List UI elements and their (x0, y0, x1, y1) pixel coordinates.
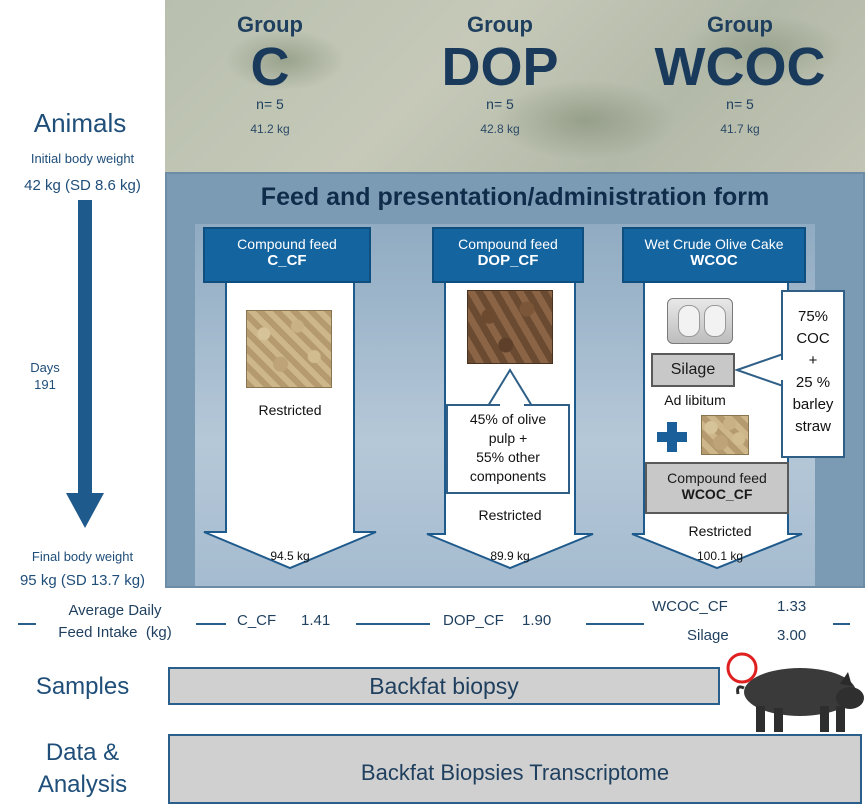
column-c-final-weight: 94.5 kg (270, 549, 310, 563)
wcoc-callout-join (775, 360, 785, 380)
intake-wcoc-name: WCOC_CF (652, 598, 728, 615)
adfi-label-line1: Average Daily (68, 602, 162, 619)
intake-silage-value: 3.00 (777, 627, 807, 644)
aerial-photo-background (165, 0, 865, 172)
group-c-initial-weight: 41.2 kg (250, 122, 290, 136)
column-c-header: Compound feed C_CF (203, 227, 371, 283)
backfat-biopsy-box: Backfat biopsy (168, 667, 720, 705)
intake-wcoc-value: 1.33 (777, 598, 807, 615)
intake-dop-value: 1.90 (522, 612, 552, 629)
olive-pulp-pellets-image (467, 290, 553, 364)
wcoc-callout-line5: barley (792, 396, 834, 413)
group-c-header: Group C n= 5 41.2 kg (180, 12, 360, 136)
intake-silage-name: Silage (687, 627, 729, 644)
column-wcoc-final-weight: 100.1 kg (696, 549, 744, 563)
wcoc-compound-feed-box: Compound feed WCOC_CF (645, 462, 789, 514)
column-c-header-line2: C_CF (267, 252, 307, 269)
intake-divider-lines (18, 623, 850, 625)
column-c-header-line1: Compound feed (237, 236, 337, 252)
silage-bales-image (667, 298, 733, 344)
pig-icon (736, 668, 864, 732)
wcoc-composition-callout: 75% COC + 25 % barley straw (781, 290, 845, 458)
days-value: 191 (34, 377, 56, 392)
wcoc-callout-line4: 25 % (795, 374, 831, 391)
group-dop-n: n= 5 (486, 96, 514, 112)
group-wcoc-header: Group WCOC n= 5 41.7 kg (635, 12, 845, 136)
column-wcoc-header: Wet Crude Olive Cake WCOC (622, 227, 806, 283)
adfi-label-line2: Feed Intake (kg) (40, 624, 190, 641)
group-c-name: C (250, 37, 290, 97)
adfi-unit: (kg) (145, 624, 172, 641)
intake-c-value: 1.41 (301, 612, 331, 629)
data-analysis-label: Data & Analysis (0, 737, 165, 801)
final-bw-label: Final body weight (31, 549, 134, 564)
dop-callout-line2: pulp + (488, 430, 528, 446)
column-wcoc-form: Restricted (688, 523, 752, 539)
wcoc-callout-line1: 75% (797, 308, 829, 325)
initial-bw-label: Initial body weight (30, 151, 135, 166)
final-bw-value: 95 kg (SD 13.7 kg) (19, 572, 146, 589)
group-dop-header: Group DOP n= 5 42.8 kg (410, 12, 590, 136)
compound-feed-pellets-image (246, 310, 332, 388)
adfi-label-text: Feed Intake (58, 624, 138, 641)
silage-box: Silage (651, 353, 735, 387)
group-wcoc-n: n= 5 (726, 96, 754, 112)
column-wcoc-header-line1: Wet Crude Olive Cake (644, 236, 784, 252)
column-dop-header-line2: DOP_CF (477, 252, 539, 269)
dop-composition-callout: 45% of olive pulp + 55% other components (446, 404, 570, 494)
column-dop-header: Compound feed DOP_CF (432, 227, 584, 283)
column-dop-final-weight: 89.9 kg (490, 549, 530, 563)
column-dop-form: Restricted (478, 507, 542, 523)
dop-callout-line4: components (469, 468, 547, 484)
intake-dop-name: DOP_CF (443, 612, 504, 629)
data-analysis-line1: Data & (45, 739, 120, 766)
group-wcoc-prefix: Group (707, 12, 773, 37)
column-wcoc-header-line2: WCOC (690, 252, 738, 269)
initial-bw-value: 42 kg (SD 8.6 kg) (24, 177, 141, 194)
group-dop-initial-weight: 42.8 kg (480, 122, 520, 136)
group-dop-prefix: Group (467, 12, 533, 37)
group-wcoc-initial-weight: 41.7 kg (720, 122, 760, 136)
feed-title: Feed and presentation/administration for… (260, 183, 770, 211)
plus-icon (657, 422, 687, 452)
group-dop-name: DOP (441, 37, 559, 97)
wcoc-callout-line3: + (808, 352, 818, 369)
wcoc-callout-line2: COC (796, 330, 830, 347)
ad-libitum-label: Ad libitum (664, 392, 726, 408)
dop-callout-join (500, 398, 524, 408)
column-c-form: Restricted (258, 402, 322, 418)
dop-callout-line3: 55% other (476, 449, 540, 465)
group-c-n: n= 5 (256, 96, 284, 112)
wcoc-cf-line1: Compound feed (667, 470, 767, 486)
bale-1 (678, 305, 700, 337)
animals-label: Animals (33, 108, 127, 138)
transcriptome-box: Backfat Biopsies Transcriptome (168, 734, 862, 804)
days-label: Days (30, 360, 60, 375)
dop-callout-line1: 45% of olive (469, 411, 547, 427)
group-wcoc-name: WCOC (654, 37, 826, 97)
biopsy-site-circle-icon (726, 652, 758, 684)
samples-label: Samples (35, 673, 130, 700)
data-analysis-line2: Analysis (37, 771, 128, 798)
group-c-prefix: Group (237, 12, 303, 37)
intake-c-name: C_CF (237, 612, 277, 629)
wcoc-cf-line2: WCOC_CF (681, 486, 753, 502)
bale-2 (704, 305, 726, 337)
wcoc-callout-line6: straw (795, 418, 831, 435)
time-arrow-icon (66, 200, 104, 528)
wcoc-pellets-image (701, 415, 749, 455)
column-dop-header-line1: Compound feed (458, 236, 558, 252)
